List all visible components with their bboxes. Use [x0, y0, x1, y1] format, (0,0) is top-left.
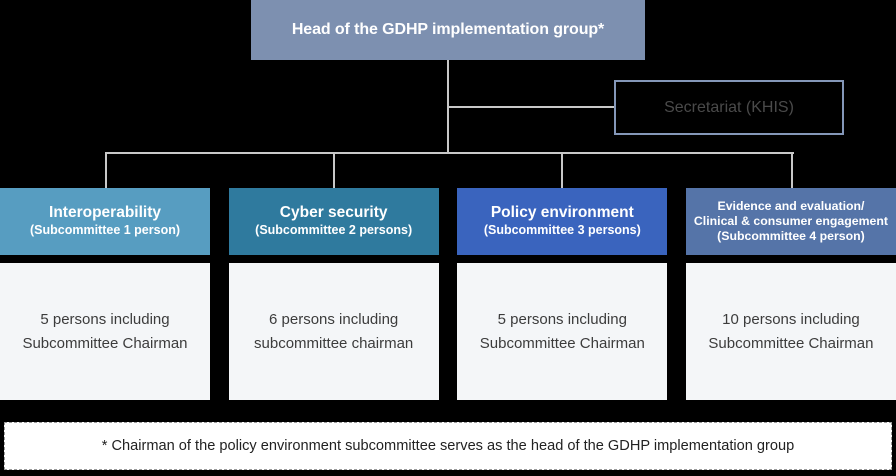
subcommittee-column-cyber-security: Cyber security (Subcommittee 2 persons) …: [228, 188, 439, 400]
subcommittee-body-interoperability: 5 persons including Subcommittee Chairma…: [0, 263, 210, 400]
footnote-box: * Chairman of the policy environment sub…: [4, 422, 892, 470]
subcommittee-subtitle: (Subcommittee 2 persons): [255, 223, 413, 238]
connector-vertical-upper: [447, 60, 449, 107]
subcommittee-subtitle: (Subcommittee 1 person): [29, 223, 181, 238]
connector-drop-4: [791, 152, 793, 188]
subcommittee-column-interoperability: Interoperability (Subcommittee 1 person)…: [0, 188, 210, 400]
subcommittee-title: Interoperability: [49, 204, 161, 222]
subcommittee-body-cyber-security: 6 persons including subcommittee chairma…: [228, 263, 439, 400]
connector-horizontal-secretariat: [447, 106, 616, 108]
subcommittee-subtitle: (Subcommittee 3 persons): [483, 223, 641, 238]
subcommittee-body-policy-environment: 5 persons including Subcommittee Chairma…: [457, 263, 668, 400]
secretariat-label: Secretariat (KHIS): [664, 98, 794, 116]
subcommittee-header-cyber-security: Cyber security (Subcommittee 2 persons): [228, 188, 439, 255]
secretariat-box: Secretariat (KHIS): [614, 80, 844, 135]
connector-horizontal-bus: [105, 152, 794, 154]
subcommittee-body-evidence-evaluation: 10 persons including Subcommittee Chairm…: [685, 263, 896, 400]
subcommittee-column-policy-environment: Policy environment (Subcommittee 3 perso…: [457, 188, 668, 400]
subcommittee-title: Policy environment: [490, 204, 634, 222]
subcommittee-header-policy-environment: Policy environment (Subcommittee 3 perso…: [457, 188, 668, 255]
connector-drop-2: [333, 152, 335, 188]
connector-drop-1: [105, 152, 107, 188]
subcommittee-header-evidence-evaluation: Evidence and evaluation/ Clinical & cons…: [685, 188, 896, 255]
subcommittee-title: Cyber security: [279, 204, 388, 222]
subcommittee-subtitle: (Subcommittee 4 person): [717, 229, 865, 243]
head-box-label: Head of the GDHP implementation group*: [291, 21, 605, 38]
connector-vertical-lower: [447, 106, 449, 154]
head-box: Head of the GDHP implementation group*: [251, 0, 645, 60]
subcommittee-title-line2: Clinical & consumer engagement: [693, 214, 888, 228]
subcommittee-columns: Interoperability (Subcommittee 1 person)…: [0, 188, 896, 400]
subcommittee-title-line1: Evidence and evaluation/: [717, 199, 865, 213]
subcommittee-header-interoperability: Interoperability (Subcommittee 1 person): [0, 188, 210, 255]
footnote-text: * Chairman of the policy environment sub…: [101, 438, 795, 454]
connector-drop-3: [561, 152, 563, 188]
subcommittee-column-evidence-evaluation: Evidence and evaluation/ Clinical & cons…: [685, 188, 896, 400]
